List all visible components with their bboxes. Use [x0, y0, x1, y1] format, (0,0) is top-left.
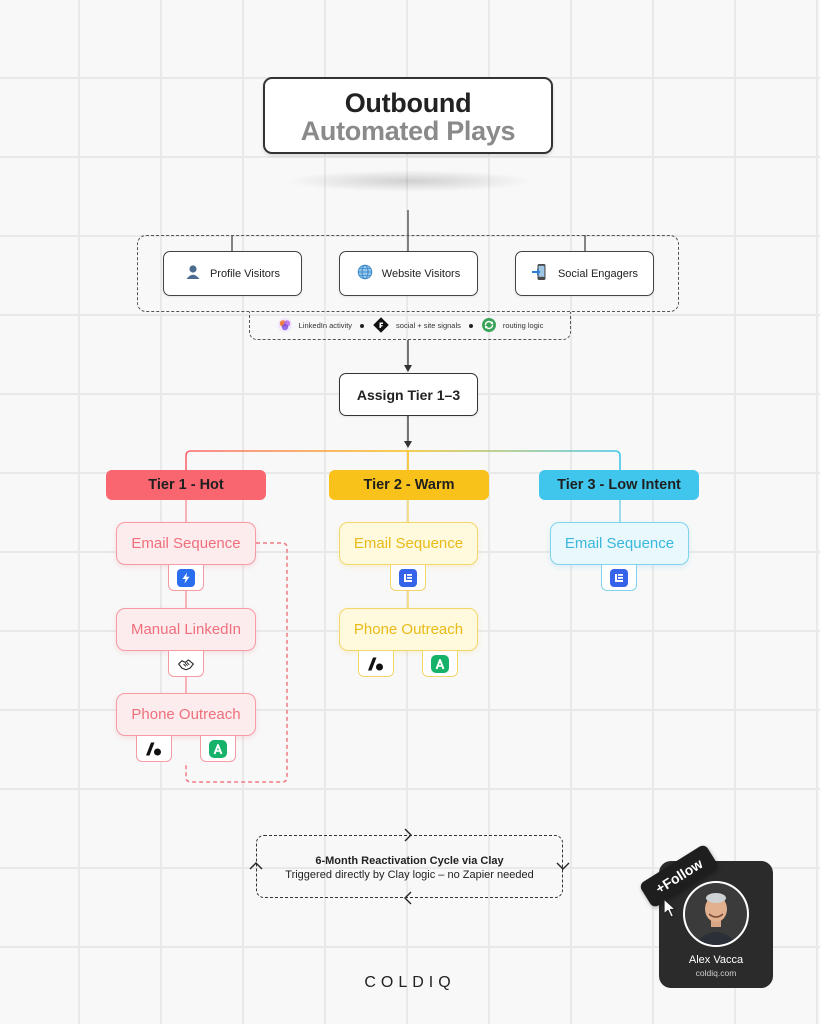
source-social-engagers: Social Engagers: [515, 251, 654, 296]
tier-3-email-sequence: Email Sequence: [550, 522, 689, 565]
avatar: [683, 881, 749, 947]
globe-icon: [357, 264, 373, 283]
profile-site: coldiq.com: [695, 968, 737, 978]
separator-dot: [360, 323, 365, 328]
aircall-icon: [367, 655, 385, 673]
tier-1-manual-linkedin: Manual LinkedIn: [116, 608, 256, 651]
person-icon: [185, 264, 201, 283]
lemlist-icon: [610, 568, 628, 587]
tool-slot: [358, 651, 394, 677]
diamond-signal-icon: [372, 316, 390, 336]
linkedin-signal-icon: [277, 317, 293, 335]
profile-name: Alex Vacca: [688, 954, 744, 966]
tool-slot: [200, 736, 236, 762]
assign-tier-box: Assign Tier 1–3: [339, 373, 478, 416]
amplemarket-icon: [209, 739, 227, 758]
tool-slot: [601, 565, 637, 591]
source-label: Profile Visitors: [209, 267, 281, 280]
source-website-visitors: Website Visitors: [339, 251, 478, 296]
tool-slot: [422, 651, 458, 677]
signal-label: routing logic: [502, 321, 544, 330]
tool-slot: [390, 565, 426, 591]
amplemarket-icon: [431, 654, 449, 673]
separator-dot: [468, 323, 473, 328]
tool-slot: [168, 651, 204, 677]
title-line-2: Automated Plays: [300, 116, 516, 146]
source-profile-visitors: Profile Visitors: [163, 251, 302, 296]
source-label: Social Engagers: [557, 267, 639, 280]
cursor-icon: [663, 898, 677, 923]
handshake-icon: [177, 655, 195, 673]
reactivation-subtitle: Triggered directly by Clay logic – no Za…: [285, 869, 534, 881]
tier-1-phone-outreach: Phone Outreach: [116, 693, 256, 736]
tier-2-pill: Tier 2 - Warm: [329, 470, 489, 500]
tool-slot: [168, 565, 204, 591]
signals-bar: LinkedIn activity social + site signals …: [249, 312, 571, 340]
tier-1-email-sequence: Email Sequence: [116, 522, 256, 565]
tier-2-phone-outreach: Phone Outreach: [339, 608, 478, 651]
signal-label: LinkedIn activity: [298, 321, 353, 330]
brand-logo: COLDIQ: [364, 974, 456, 991]
tool-slot: [136, 736, 172, 762]
tier-1-pill: Tier 1 - Hot: [106, 470, 266, 500]
tier-2-email-sequence: Email Sequence: [339, 522, 478, 565]
lemlist-icon: [399, 568, 417, 587]
signal-label: social + site signals: [396, 321, 461, 330]
title-shadow: [285, 170, 535, 192]
source-label: Website Visitors: [381, 267, 461, 280]
sources-group: [137, 235, 679, 312]
reactivation-cycle-box: 6-Month Reactivation Cycle via Clay Trig…: [256, 835, 563, 898]
instantly-icon: [177, 568, 195, 587]
aircall-icon: [145, 740, 163, 758]
routing-icon: [481, 317, 497, 335]
tier-3-pill: Tier 3 - Low Intent: [539, 470, 699, 500]
title-line-1: Outbound: [344, 88, 472, 118]
phone-arrow-icon: [531, 263, 549, 284]
reactivation-title: 6-Month Reactivation Cycle via Clay: [315, 855, 504, 867]
title-box: Outbound Automated Plays: [263, 77, 553, 154]
